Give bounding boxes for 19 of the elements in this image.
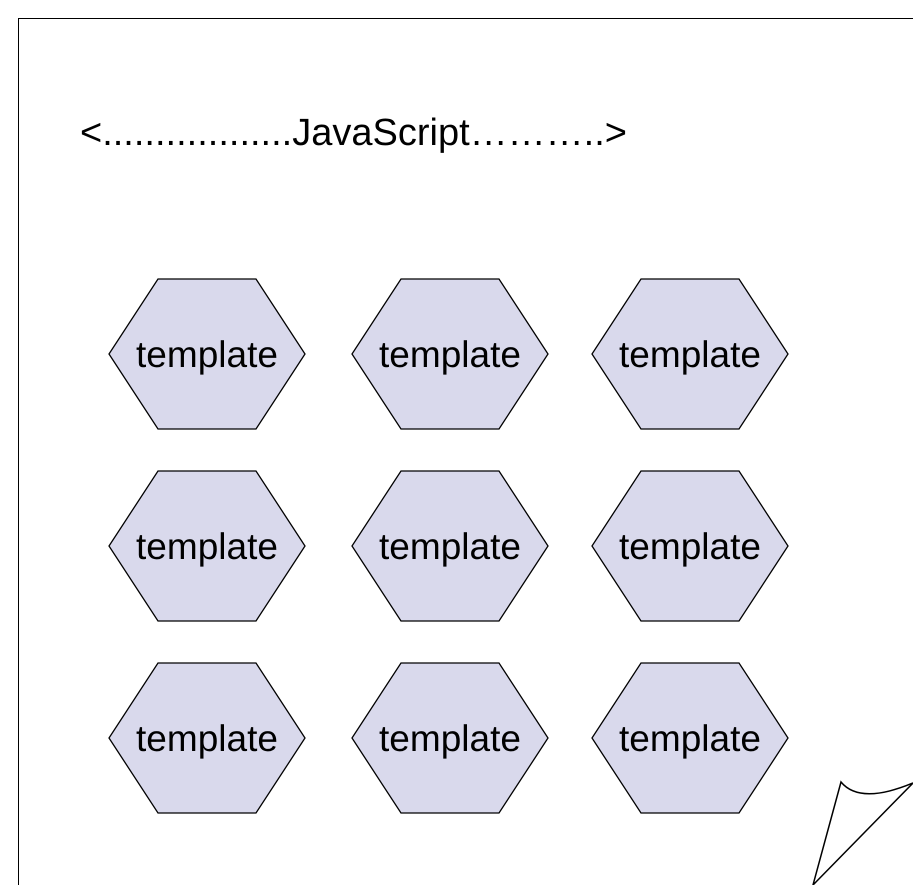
hexagon-label: template	[379, 528, 521, 564]
hexagon-shape	[351, 278, 549, 430]
hexagon-label: template	[136, 720, 278, 756]
hexagon-label: template	[619, 528, 761, 564]
hexagon-label: template	[619, 336, 761, 372]
hexagon-label: template	[379, 720, 521, 756]
hexagon-label: template	[619, 720, 761, 756]
hexagon-shape	[108, 470, 306, 622]
hexagon-shape	[591, 278, 789, 430]
hexagon-label: template	[379, 336, 521, 372]
hexagon-shape	[591, 470, 789, 622]
hexagon-shape	[591, 662, 789, 814]
hexagon-label: template	[136, 336, 278, 372]
hexagon-shape	[108, 662, 306, 814]
hexagon-label: template	[136, 528, 278, 564]
title: <..................JavaScript………..>	[80, 112, 627, 155]
hexagon-shape	[351, 662, 549, 814]
hexagon-shape	[108, 278, 306, 430]
hexagon-shape	[351, 470, 549, 622]
